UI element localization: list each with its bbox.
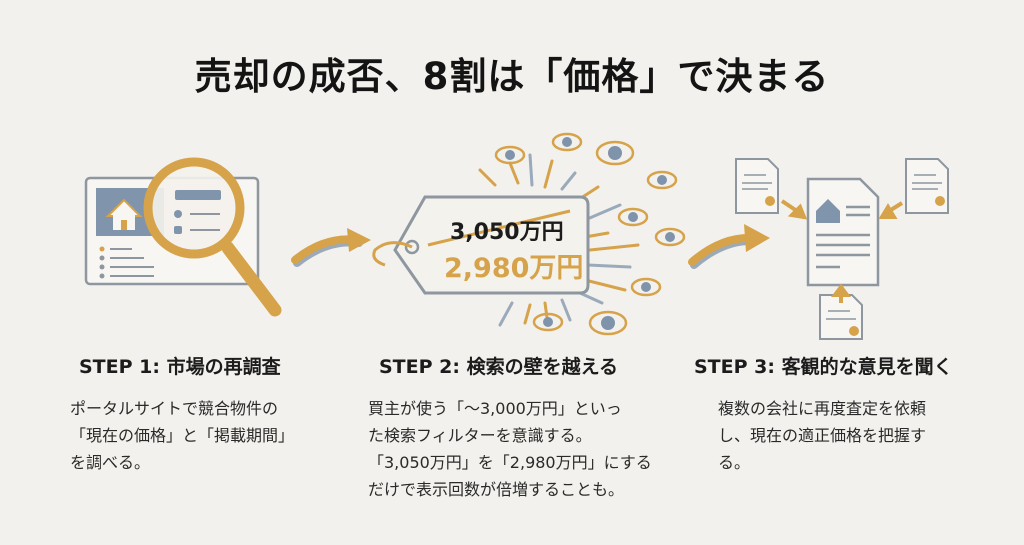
new-price: 2,980万円: [444, 253, 584, 284]
page-title: 売却の成否、8割は「価格」で決まる: [194, 55, 830, 98]
step-1-line: 「現在の価格」と「掲載期間」: [70, 426, 295, 445]
multiple-appraisals-icon: [735, 158, 949, 340]
magnifier-over-listing-icon: [84, 157, 282, 317]
step-1-line: を調べる。: [70, 453, 151, 472]
step-2-line: 買主が使う「〜3,000万円」といっ: [368, 399, 622, 418]
step-3-title: STEP 3: 客観的な意見を聞く: [694, 356, 953, 378]
step-1-title: STEP 1: 市場の再調査: [79, 356, 281, 378]
old-price: 3,050万円: [450, 220, 564, 245]
step-2-line: 「3,050万円」を「2,980万円」にする: [368, 453, 652, 472]
step-1-line: ポータルサイトで競合物件の: [70, 399, 279, 418]
step-2-line: た検索フィルターを意識する。: [368, 426, 592, 445]
step-3-line: し、現在の適正価格を把握す: [718, 426, 927, 445]
step-2-line: だけで表示回数が倍増することも。: [368, 480, 625, 499]
step-3-body: 複数の会社に再度査定を依頼 し、現在の適正価格を把握す る。: [718, 395, 926, 476]
step-3-line: 複数の会社に再度査定を依頼: [718, 399, 927, 418]
arrow-right-icon: [291, 228, 371, 267]
price-tag-with-eyes-icon: [372, 132, 686, 336]
step-2-title: STEP 2: 検索の壁を越える: [379, 356, 619, 378]
step-3-line: る。: [718, 453, 751, 472]
step-2-body: 買主が使う「〜3,000万円」といっ た検索フィルターを意識する。 「3,050…: [368, 395, 652, 503]
step-1-body: ポータルサイトで競合物件の 「現在の価格」と「掲載期間」 を調べる。: [70, 395, 294, 476]
arrow-right-icon: [688, 224, 770, 269]
